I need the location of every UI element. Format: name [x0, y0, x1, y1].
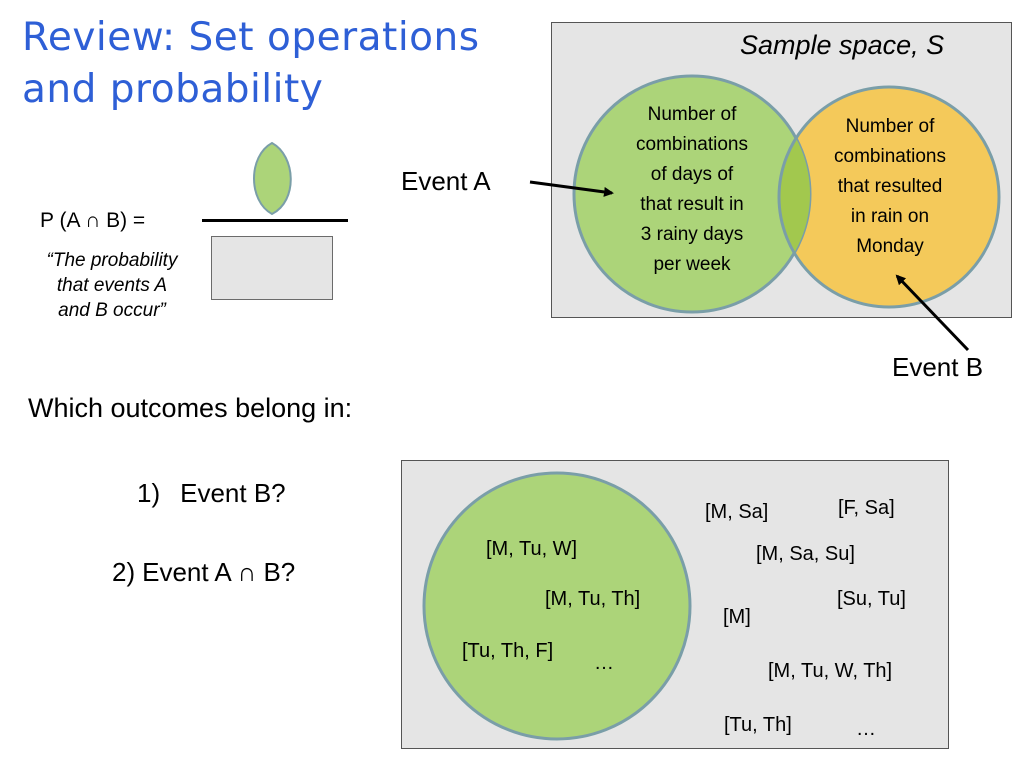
- event-b-line-4: in rain on: [850, 206, 930, 227]
- title-line-2: and probability: [22, 67, 324, 112]
- event-b-outline: [777, 85, 810, 309]
- event-b-line-3: that resulted: [837, 176, 943, 197]
- question-item-1: 1) Event B?: [137, 478, 286, 509]
- fraction-line: [202, 219, 348, 222]
- outcome-outside-2: [F, Sa]: [838, 497, 895, 519]
- event-a-arrow: [529, 180, 614, 197]
- sample-space-label: Sample space, S: [740, 30, 945, 60]
- outcome-outside-7: [Tu, Th]: [724, 714, 792, 736]
- denominator-box: [211, 236, 333, 300]
- page-title: Review: Set operations and probability: [22, 12, 542, 116]
- question-item-2-text: Event A ∩ B?: [142, 557, 296, 587]
- formula-quote: “The probability that events A and B occ…: [14, 248, 210, 323]
- quote-line-3: and B occur”: [58, 300, 166, 321]
- outcome-inside-3: [Tu, Th, F]: [462, 640, 554, 662]
- outcome-outside-4: [Su, Tu]: [837, 588, 906, 610]
- event-a-line-6: per week: [653, 254, 731, 275]
- event-b-line-5: Monday: [856, 236, 924, 257]
- event-b-label: Event B: [892, 352, 984, 382]
- event-b-description: Number of combinations that resulted in …: [812, 112, 968, 262]
- outcome-outside-8: …: [856, 718, 876, 740]
- question-prompt: Which outcomes belong in:: [28, 393, 353, 423]
- outcome-outside-3: [M, Sa, Su]: [756, 543, 855, 565]
- quote-line-1: “The probability: [46, 250, 178, 271]
- event-b-arrow: [895, 274, 970, 352]
- outcome-inside-4: …: [594, 652, 614, 674]
- quote-line-2: that events A: [56, 275, 168, 296]
- outcome-outside-5: [M]: [723, 606, 751, 628]
- question-item-2: 2)Event A ∩ B?: [112, 557, 295, 588]
- outcome-outside-6: [M, Tu, W, Th]: [768, 660, 893, 682]
- event-b-line-1: Number of: [845, 116, 935, 137]
- outcome-inside-2: [M, Tu, Th]: [545, 588, 641, 610]
- intersection-lens-icon: [253, 141, 292, 216]
- title-line-1: Review: Set operations: [22, 15, 480, 60]
- question-item-2-number: 2): [112, 557, 136, 587]
- outcome-outside-1: [M, Sa]: [705, 501, 769, 523]
- outcome-inside-1: [M, Tu, W]: [486, 538, 578, 560]
- question-item-1-number: 1): [137, 478, 161, 508]
- event-a-line-1: Number of: [647, 104, 737, 125]
- event-a-line-5: 3 rainy days: [640, 224, 744, 245]
- formula-label: P (A ∩ B) =: [40, 209, 146, 232]
- question-item-1-text: Event B?: [180, 478, 286, 508]
- event-a-label: Event A: [401, 166, 491, 196]
- event-a-description: Number of combinations of days of that r…: [612, 100, 772, 280]
- event-a-line-4: that result in: [640, 194, 744, 215]
- event-b-line-2: combinations: [834, 146, 946, 167]
- event-a-outcomes-circle: [422, 471, 692, 741]
- event-a-line-2: combinations: [636, 134, 748, 155]
- event-a-line-3: of days of: [650, 164, 734, 185]
